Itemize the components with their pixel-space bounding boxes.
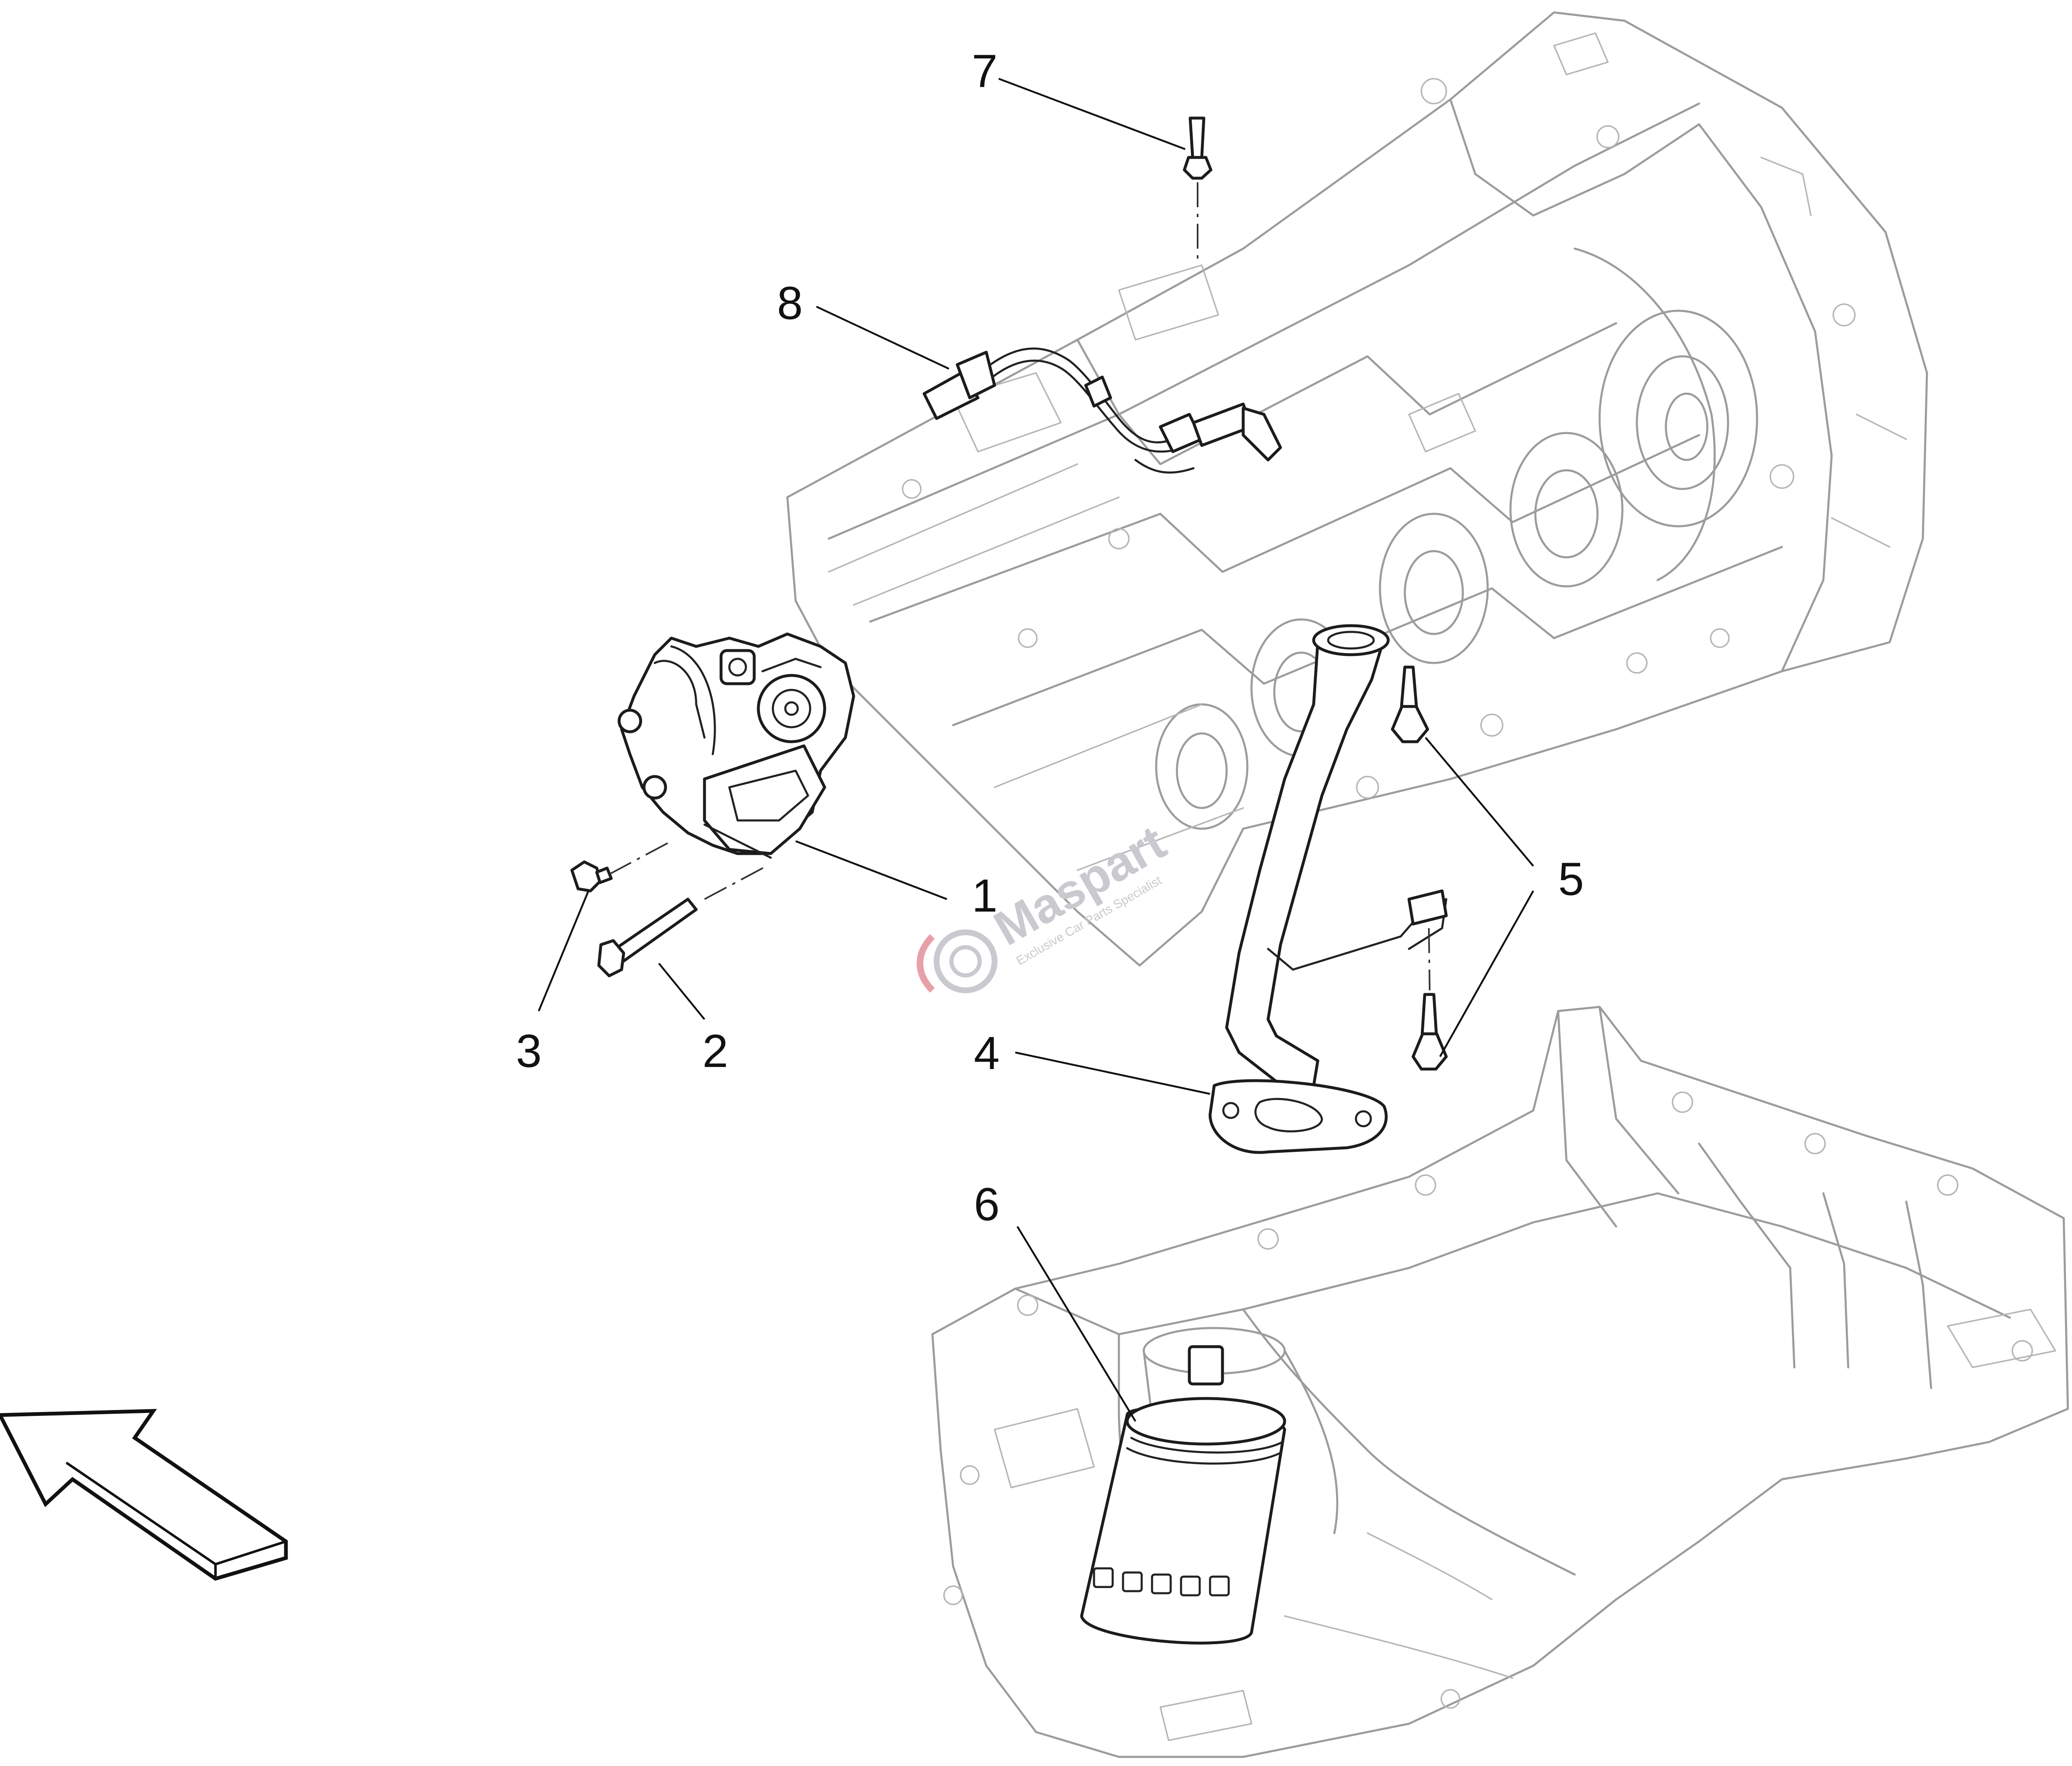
callout-7: 7 xyxy=(972,45,997,97)
callout-labels: 7 8 1 3 2 4 5 6 xyxy=(516,45,1584,1230)
oil-filter xyxy=(1080,1345,1286,1645)
brake-disc-icon xyxy=(917,929,997,993)
oil-level-sensor-harness xyxy=(922,347,1282,474)
callout-6: 6 xyxy=(974,1178,1000,1230)
callout-4: 4 xyxy=(974,1027,1000,1079)
callout-8: 8 xyxy=(777,277,803,329)
callout-1: 1 xyxy=(972,870,997,922)
oil-pickup-tube xyxy=(1208,624,1448,1154)
long-bolt xyxy=(597,898,698,977)
sensor-bolt xyxy=(1183,116,1213,265)
callout-3: 3 xyxy=(516,1025,542,1077)
front-direction-arrow-icon xyxy=(0,1409,288,1581)
callout-5: 5 xyxy=(1558,853,1584,905)
engine-block xyxy=(786,11,1928,967)
oil-pump xyxy=(617,632,855,859)
oil-pan xyxy=(931,1006,2069,1758)
callout-2: 2 xyxy=(702,1025,728,1077)
leader-lines xyxy=(537,77,1534,1422)
short-bolt xyxy=(570,860,613,893)
pickup-tube-bolts xyxy=(1391,665,1448,1071)
